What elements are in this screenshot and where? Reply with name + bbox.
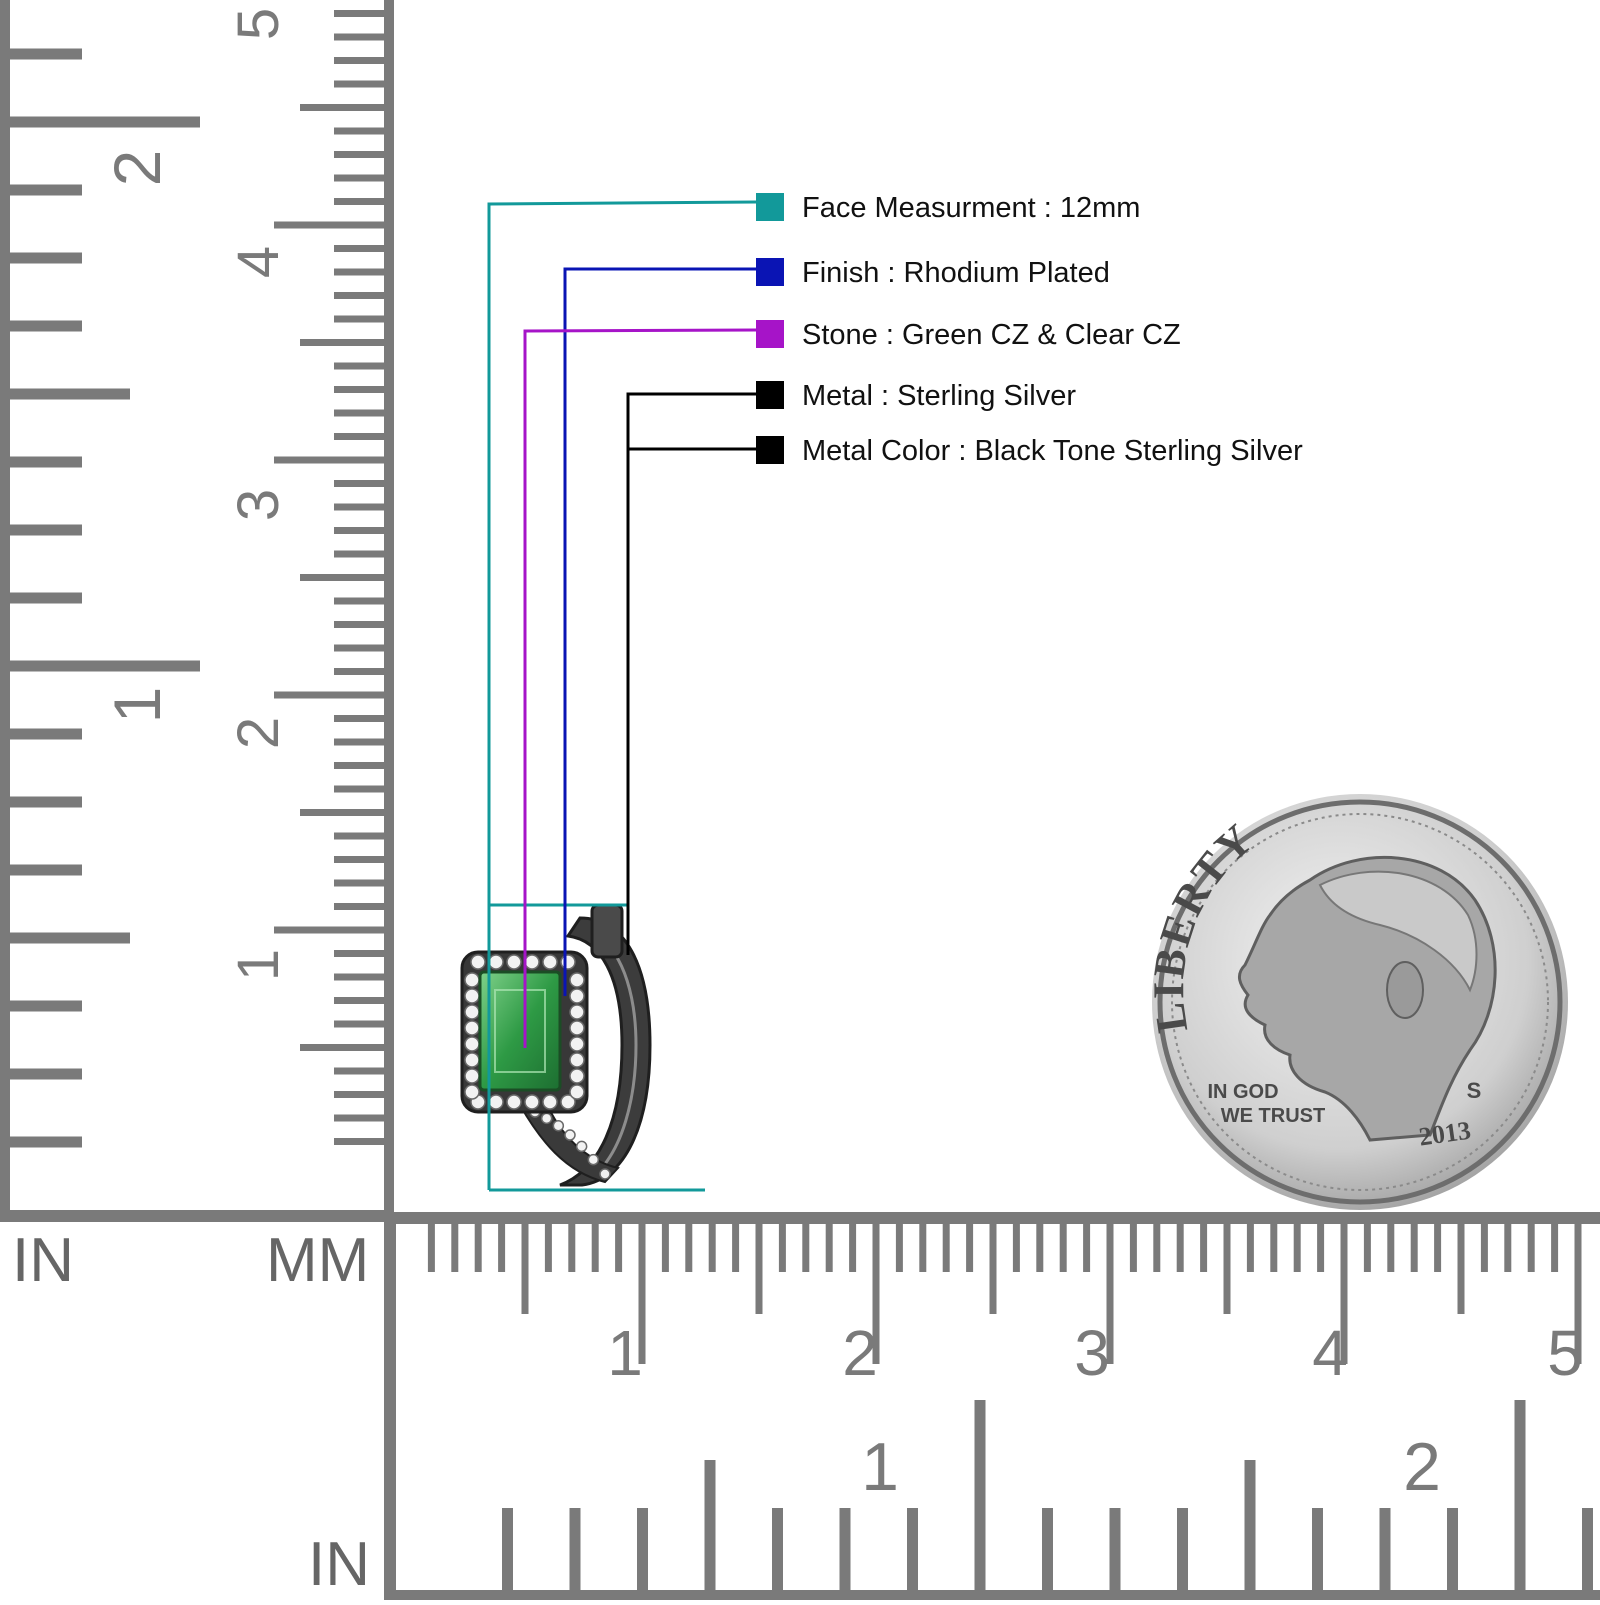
clear-cz-stone (540, 1112, 553, 1125)
metal-color-label: Metal Color : Black Tone Sterling Silver (802, 435, 1303, 467)
left-ruler: 1 2 1 2 3 4 5 (0, 0, 394, 1222)
clear-cz-stone (560, 1094, 576, 1110)
coin-portrait-ear (1386, 961, 1424, 1019)
bottom-ruler-cm-number-3: 3 (1074, 1317, 1110, 1389)
clear-cz-stone (524, 1094, 540, 1110)
clear-cz-stone (569, 1036, 585, 1052)
coin-motto-line-1: IN GOD (1207, 1081, 1278, 1103)
clear-cz-stone (506, 1094, 522, 1110)
coin-mint-mark: S (1467, 1078, 1482, 1103)
clear-cz-stone (552, 1119, 565, 1132)
earring-band-stones (529, 1106, 611, 1180)
metal-swatch (756, 381, 784, 409)
bottom-ruler-inch-ticks (502, 1400, 1593, 1590)
coin-motto-line-2: WE TRUST (1221, 1105, 1325, 1127)
earring-green-stone-facet (494, 989, 546, 1073)
left-ruler-cm-number-5: 5 (226, 8, 291, 40)
bottom-ruler-top-edge (384, 1212, 1600, 1224)
leader-line-stone (523, 328, 757, 1048)
face-measurement-label: Face Measurment : 12mm (802, 192, 1141, 224)
clear-cz-stone (542, 1094, 558, 1110)
clear-cz-stone (564, 1129, 576, 1141)
left-ruler-inch-number-1: 1 (100, 687, 174, 724)
bottom-ruler-bottom-edge (384, 1590, 1600, 1600)
left-ruler-cm-number-1: 1 (226, 949, 291, 981)
leader-line-finish (563, 267, 756, 996)
leader-line-face-measurement (487, 200, 757, 1190)
finish-swatch (756, 258, 784, 286)
coin-portrait-hair (1318, 870, 1478, 993)
clear-cz-stone (464, 1068, 480, 1084)
earring-hoop-highlight (593, 934, 638, 1177)
clear-cz-stone (464, 1036, 480, 1052)
coin-portrait (1237, 856, 1497, 1142)
clear-cz-stone (569, 988, 585, 1004)
bottom-ruler-cm-number-5: 5 (1547, 1317, 1583, 1389)
bottom-ruler-left-edge (384, 1212, 396, 1600)
bottom-ruler-inch-number-2: 2 (1403, 1429, 1441, 1505)
metal-color-swatch (756, 436, 784, 464)
left-ruler-cm-number-3: 3 (226, 489, 291, 521)
clear-cz-stone (464, 1020, 480, 1036)
clear-cz-stone (569, 1004, 585, 1020)
clear-cz-stone (587, 1153, 600, 1166)
clear-cz-stone (464, 972, 480, 988)
clear-cz-stone (569, 1068, 585, 1084)
clear-cz-stone (569, 972, 585, 988)
left-ruler-base (0, 1210, 394, 1222)
leader-line-metal (626, 392, 756, 955)
left-ruler-mm-ticks (274, 10, 384, 1145)
stone-label: Stone : Green CZ & Clear CZ (802, 319, 1181, 351)
left-ruler-edge (384, 0, 394, 1222)
left-ruler-mm-label: MM (266, 1226, 370, 1295)
left-ruler-in-label: IN (12, 1226, 74, 1295)
clear-cz-stone (464, 1084, 480, 1100)
earring (460, 903, 652, 1187)
clear-cz-stone (524, 954, 540, 970)
clear-cz-stone (470, 954, 486, 970)
bottom-ruler-mm-ticks (427, 1224, 1582, 1364)
bottom-ruler-cm-number-2: 2 (842, 1317, 878, 1389)
bottom-ruler-in-label: IN (308, 1530, 370, 1599)
earring-green-stone (478, 970, 562, 1092)
bottom-ruler-cm-number-1: 1 (607, 1317, 643, 1389)
clear-cz-stone (464, 1052, 480, 1068)
face-measurement-swatch (756, 193, 784, 221)
left-ruler-spine (0, 0, 10, 1222)
clear-cz-stone (599, 1168, 611, 1180)
clear-cz-stone (464, 988, 480, 1004)
clear-cz-stone (569, 1052, 585, 1068)
left-ruler-cm-number-4: 4 (226, 246, 291, 278)
bottom-ruler-cm-number-4: 4 (1312, 1317, 1348, 1389)
clear-cz-stone (506, 954, 522, 970)
left-ruler-cm-number-2: 2 (226, 717, 291, 749)
clear-cz-stone (575, 1140, 588, 1153)
clear-cz-stone (464, 1004, 480, 1020)
stone-swatch (756, 320, 784, 348)
clear-cz-stone (569, 1084, 585, 1100)
clear-cz-stone (542, 954, 558, 970)
earring-hinge (590, 903, 624, 959)
coin-year: 2013 (1417, 1116, 1473, 1152)
bottom-ruler: 1 2 3 4 5 1 2 (384, 1212, 1600, 1600)
left-ruler-inch-number-2: 2 (100, 150, 174, 187)
clear-cz-stone (569, 1020, 585, 1036)
clear-cz-stone (488, 954, 504, 970)
metal-label: Metal : Sterling Silver (802, 380, 1076, 412)
left-ruler-inch-ticks (10, 48, 200, 1148)
leader-lines (487, 200, 757, 1192)
finish-label: Finish : Rhodium Plated (802, 257, 1110, 289)
coin: LIBERTY IN GOD WE TRUST S 2013 (1144, 794, 1568, 1210)
coin-rim (1157, 799, 1563, 1205)
bottom-ruler-inch-number-1: 1 (861, 1429, 899, 1505)
clear-cz-stone (488, 1094, 504, 1110)
coin-inner-rim (1171, 813, 1549, 1191)
clear-cz-stone (560, 954, 576, 970)
